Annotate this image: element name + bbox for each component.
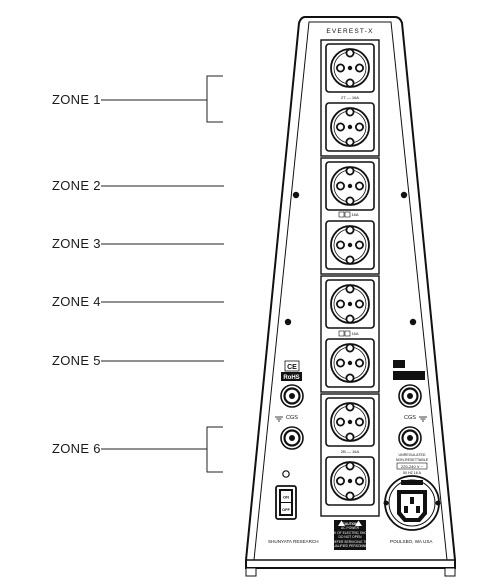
outlet-4[interactable] bbox=[325, 220, 375, 270]
outlet-frames bbox=[320, 39, 380, 517]
zone-6-label: ZONE 6 bbox=[52, 441, 101, 456]
caution-line3: REFER SERVICING TO bbox=[332, 540, 368, 544]
screws bbox=[284, 191, 417, 326]
model-name: EVEREST-X bbox=[326, 28, 373, 35]
cert-badges: CE RoHS bbox=[281, 360, 302, 381]
voltage-box bbox=[396, 462, 428, 470]
ground-post-right-bottom[interactable] bbox=[397, 425, 423, 451]
serial-label bbox=[393, 360, 425, 380]
zone-1-label: ZONE 1 bbox=[52, 92, 101, 107]
outlet-1[interactable] bbox=[325, 43, 375, 93]
caution-label bbox=[334, 520, 366, 550]
outlet-5[interactable] bbox=[325, 279, 375, 329]
outlet-7[interactable] bbox=[325, 397, 375, 447]
power-switch[interactable] bbox=[275, 470, 297, 520]
ground-post-left-top[interactable] bbox=[279, 383, 305, 409]
zone-4-label: ZONE 4 bbox=[52, 294, 101, 309]
caution-line2: DO NOT OPEN bbox=[338, 535, 362, 539]
ground-post-left-bottom[interactable] bbox=[279, 425, 305, 451]
leader-lines bbox=[101, 75, 224, 473]
brand-location: POULSBO, WA USA bbox=[390, 539, 433, 544]
outlet-3[interactable] bbox=[325, 161, 375, 211]
outlet-2[interactable] bbox=[325, 102, 375, 152]
rating-mid2: 16A bbox=[351, 331, 358, 336]
inlet-line2: NON-RESETTABLE bbox=[396, 458, 429, 462]
outlet-6[interactable] bbox=[325, 338, 375, 388]
switch-indicator-led bbox=[282, 470, 290, 478]
zone-2-label: ZONE 2 bbox=[52, 178, 101, 193]
caution-line1: RISK OF ELECTRIC SHOCK bbox=[328, 531, 372, 535]
outlet-8[interactable] bbox=[325, 456, 375, 506]
zone-5-label: ZONE 5 bbox=[52, 353, 101, 368]
rating-boxes bbox=[338, 211, 351, 337]
cgs-label-left: CGS bbox=[286, 415, 298, 421]
switch-on-label: ON bbox=[283, 495, 289, 500]
rating-mid1: 16A bbox=[351, 212, 358, 217]
rating-top: 2T — 16A bbox=[341, 95, 359, 100]
ground-icons bbox=[275, 416, 427, 422]
ground-post-right-top[interactable] bbox=[397, 383, 423, 409]
inlet-frequency: 50 HZ 16 A bbox=[403, 471, 422, 475]
zone-3-label: ZONE 3 bbox=[52, 236, 101, 251]
caution-line4: QUALIFIED PERSONNEL bbox=[331, 544, 370, 548]
brand-name: SHUNYATA RESEARCH bbox=[268, 539, 319, 544]
switch-off-label: OFF bbox=[282, 507, 291, 512]
rating-bottom: 2B — 16A bbox=[341, 449, 360, 454]
caution-title: CAUTION bbox=[342, 522, 358, 526]
iec-power-inlet[interactable] bbox=[383, 475, 441, 531]
inlet-line1: UNREGULATED bbox=[399, 453, 426, 457]
inlet-voltage: 220-240 V ~ bbox=[401, 464, 424, 469]
ce-badge: CE bbox=[287, 364, 297, 371]
caution-subtitle: AC POWER bbox=[341, 526, 360, 530]
cgs-label-right: CGS bbox=[404, 415, 416, 421]
rohs-badge: RoHS bbox=[283, 375, 299, 381]
